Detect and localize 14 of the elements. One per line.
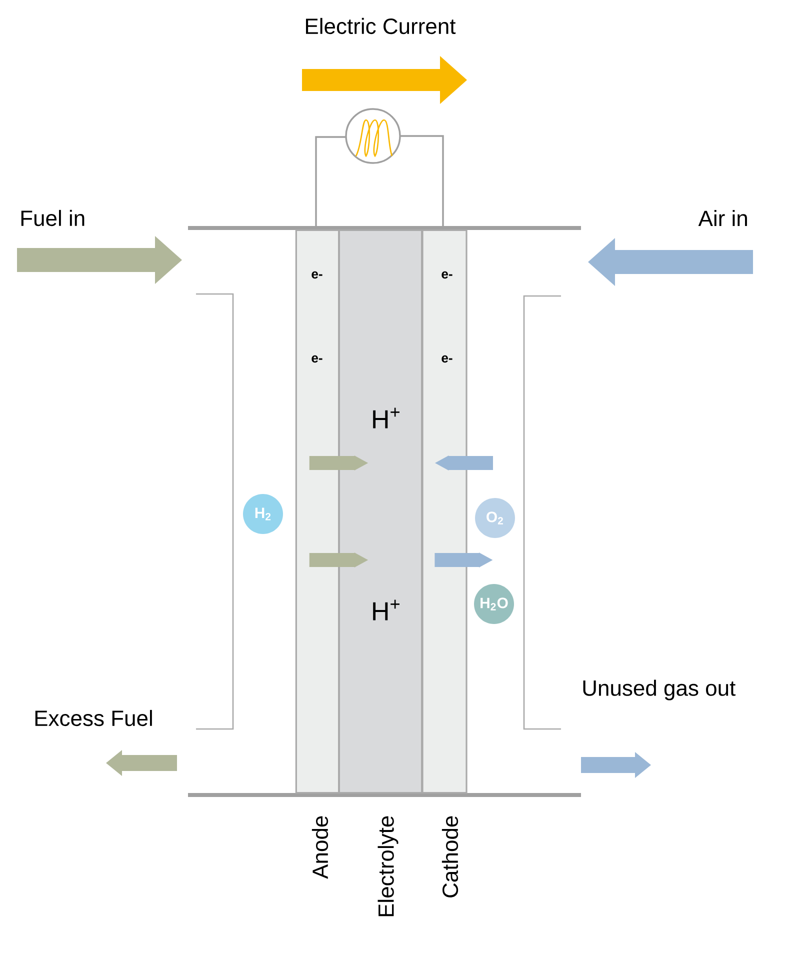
- node-label: Cathode: [442, 816, 458, 898]
- electron-label: e-: [442, 271, 452, 279]
- caption-text: Fuel in: [21, 210, 84, 226]
- caption-text: Unused gas out: [583, 680, 736, 700]
- node-label: Anode: [312, 816, 328, 879]
- caption-text: Air in: [698, 210, 747, 226]
- electron-label: e-: [442, 355, 452, 363]
- node-label: Electrolyte: [378, 816, 398, 916]
- caption-text: Excess Fuel: [35, 710, 152, 726]
- ion-label: H$^{+}$: [373, 600, 400, 620]
- ion-label: H$^{+}$: [373, 408, 400, 428]
- caption-text: Electric Current: [306, 18, 456, 34]
- electron-label: e-: [312, 355, 322, 363]
- electron-label: e-: [312, 271, 322, 279]
